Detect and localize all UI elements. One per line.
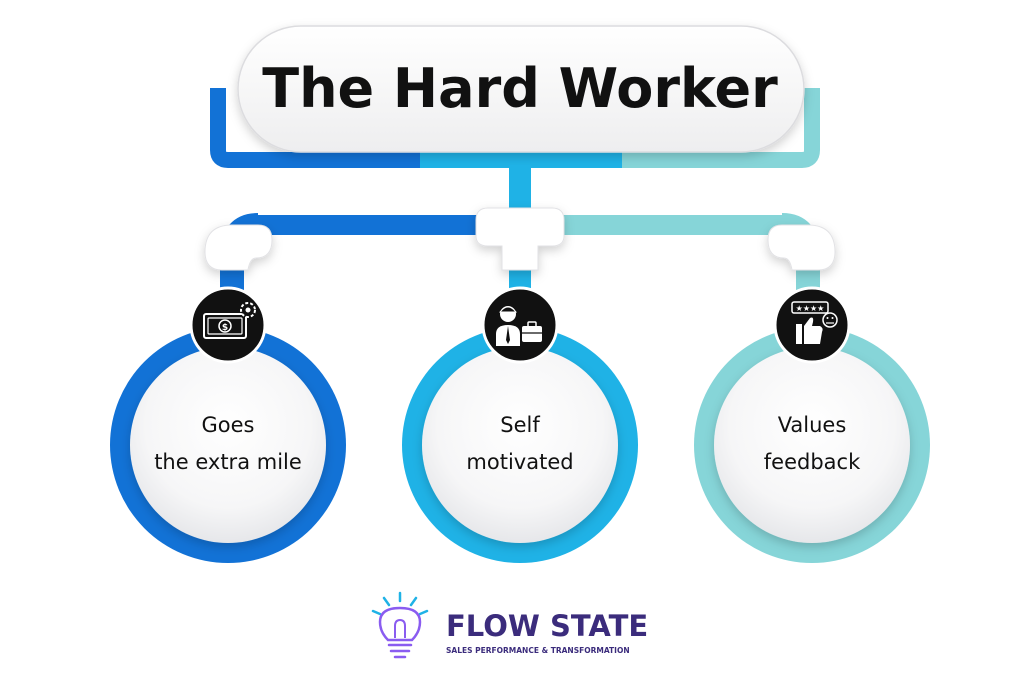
logo-name: FLOW STATE bbox=[446, 609, 648, 643]
bracket-right-segment bbox=[622, 88, 820, 168]
page-title: The Hard Worker bbox=[262, 57, 778, 120]
svg-text:$: $ bbox=[222, 323, 228, 333]
worker-briefcase-icon bbox=[481, 286, 559, 364]
lightbulb-icon bbox=[371, 591, 429, 659]
title-bracket bbox=[210, 88, 820, 168]
node-inner bbox=[130, 347, 326, 543]
node-inner bbox=[422, 347, 618, 543]
logo-tagline: SALES PERFORMANCE & TRANSFORMATION bbox=[446, 646, 630, 655]
connector-caps bbox=[204, 207, 836, 271]
node-line2: motivated bbox=[466, 450, 573, 474]
node-values-feedback: Values feedback ★★★★ bbox=[694, 286, 930, 563]
node-line2: the extra mile bbox=[154, 450, 302, 474]
node-line1: Self bbox=[500, 413, 540, 437]
money-gear-icon: $ bbox=[189, 286, 267, 364]
node-line1: Goes bbox=[202, 413, 255, 437]
node-line2: feedback bbox=[764, 450, 861, 474]
node-goes-extra-mile: Goes the extra mile $ bbox=[110, 286, 346, 563]
node-self-motivated: Self motivated bbox=[402, 286, 638, 563]
node-line1: Values bbox=[778, 413, 847, 437]
rating-thumbs-up-icon: ★★★★ bbox=[773, 286, 851, 364]
title-box bbox=[237, 25, 805, 153]
flow-state-logo: FLOW STATE SALES PERFORMANCE & TRANSFORM… bbox=[371, 591, 648, 659]
bracket-left-segment bbox=[210, 88, 420, 168]
node-inner bbox=[714, 347, 910, 543]
svg-text:★★★★: ★★★★ bbox=[796, 304, 825, 313]
